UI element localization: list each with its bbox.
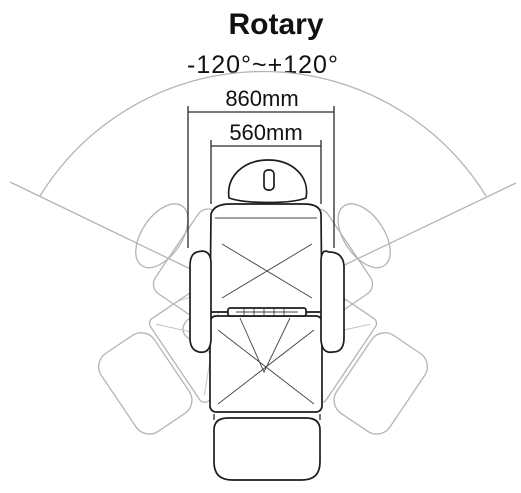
ghost-right-leg [98,332,193,435]
backrest [209,203,323,313]
dimension-inner: 560mm [210,120,322,204]
ghost-left-headrest [135,203,189,269]
dimension-outer-label: 860mm [225,86,298,111]
armrest-left [189,250,212,354]
dimension-inner-label: 560mm [229,120,302,145]
ghost-right-headrest [337,203,391,269]
main-chair [189,159,345,481]
armrest-right [320,250,345,354]
rotation-range-label: -120°~+120° [187,51,339,79]
rotation-arc [39,70,487,197]
dimension-outer: 860mm [187,86,335,248]
ghost-left-leg [333,332,428,435]
leg-rest [213,417,321,481]
headrest-slot [263,169,275,191]
frame-lines [217,243,315,405]
diagram-title: Rotary [228,8,323,41]
